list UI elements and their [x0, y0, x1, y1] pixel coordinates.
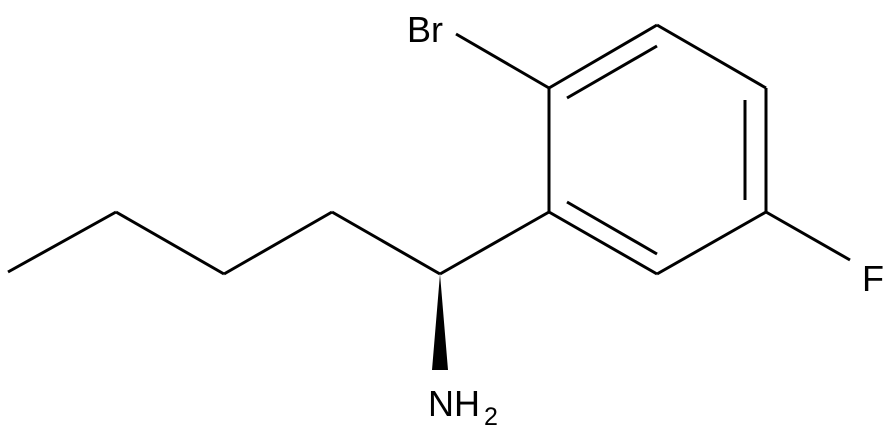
bond-c1-c2	[7, 210, 117, 274]
wedge-bond-c5-n	[432, 274, 448, 370]
ring-bond-c6-c1	[548, 210, 658, 276]
ring-double-inner-bottom	[566, 200, 658, 256]
bond-c4-c5	[331, 210, 441, 276]
bond-c2-c3	[115, 210, 225, 276]
amine-subscript: 2	[484, 403, 498, 431]
ring-bond-c2-c3	[548, 23, 658, 90]
bond-ring-br	[455, 32, 550, 90]
bromine-label: Br	[407, 9, 443, 50]
ring-bond-c5-c6	[656, 210, 767, 276]
bond-ring-f	[765, 210, 851, 262]
ring-bond-c3-c4	[656, 23, 767, 90]
ring-double-inner-top	[566, 44, 658, 100]
bond-c5-ring	[439, 210, 550, 276]
amine-label: NH	[428, 383, 480, 424]
fluorine-label: F	[862, 258, 884, 299]
bond-c3-c4	[223, 210, 333, 276]
